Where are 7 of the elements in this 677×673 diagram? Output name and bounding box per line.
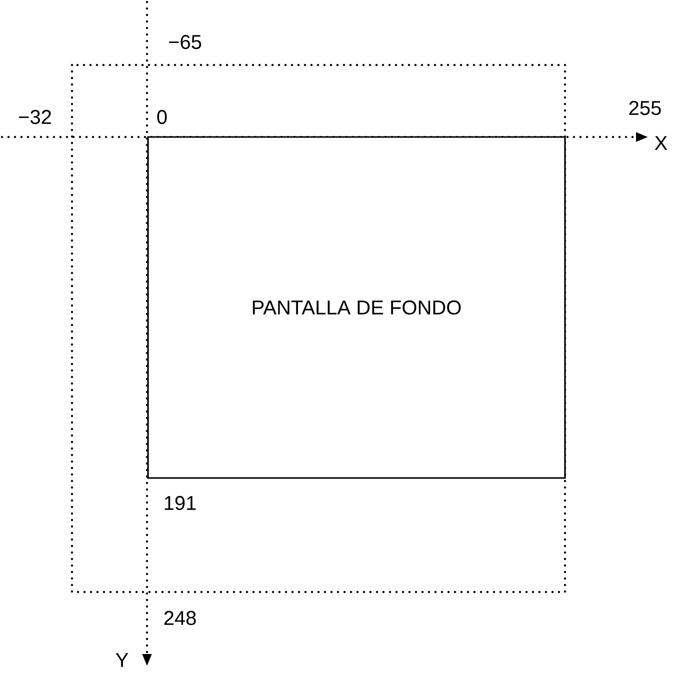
- axis-label: −32: [19, 110, 51, 124]
- axis-label: 255: [629, 100, 661, 116]
- screen-box: PANTALLA DE FONDO: [147, 136, 566, 479]
- axis-label: 248: [164, 610, 196, 626]
- axis-label: −65: [169, 34, 202, 50]
- axis-label: X: [654, 136, 668, 150]
- axis-label: Y: [116, 653, 128, 667]
